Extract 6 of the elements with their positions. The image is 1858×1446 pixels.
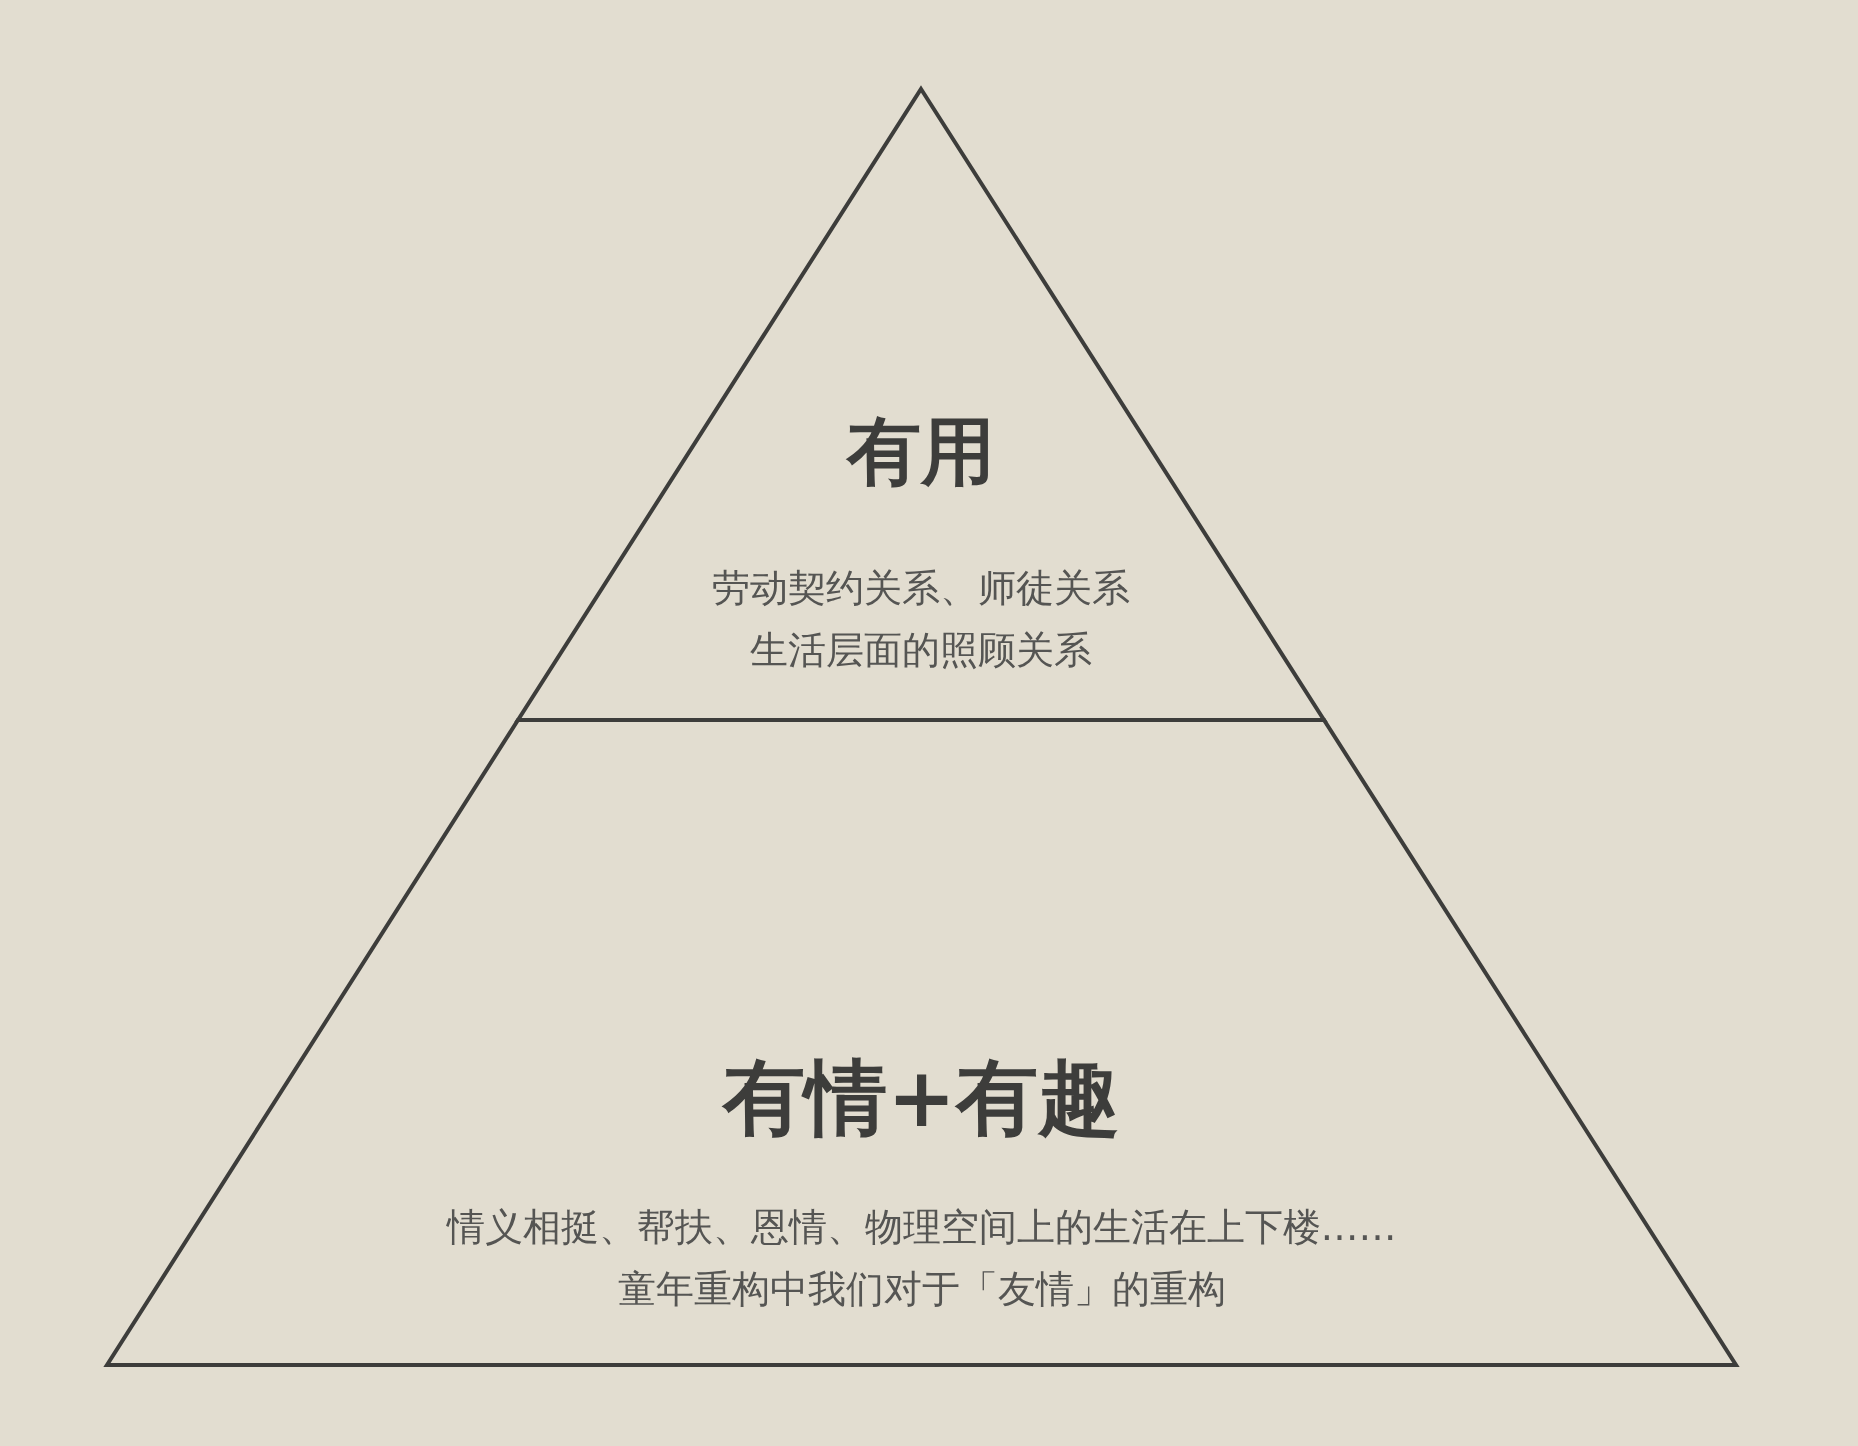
tier-description: 生活层面的照顾关系 [750,629,1092,673]
tier-description: 情义相挺、帮扶、恩情、物理空间上的生活在上下楼…… [446,1206,1397,1250]
tier-description: 劳动契约关系、师徒关系 [712,567,1130,611]
tier-description: 童年重构中我们对于「友情」的重构 [617,1268,1226,1312]
tier-heading: 有用 [847,409,995,495]
tier-heading: 有情+有趣 [723,1050,1120,1145]
